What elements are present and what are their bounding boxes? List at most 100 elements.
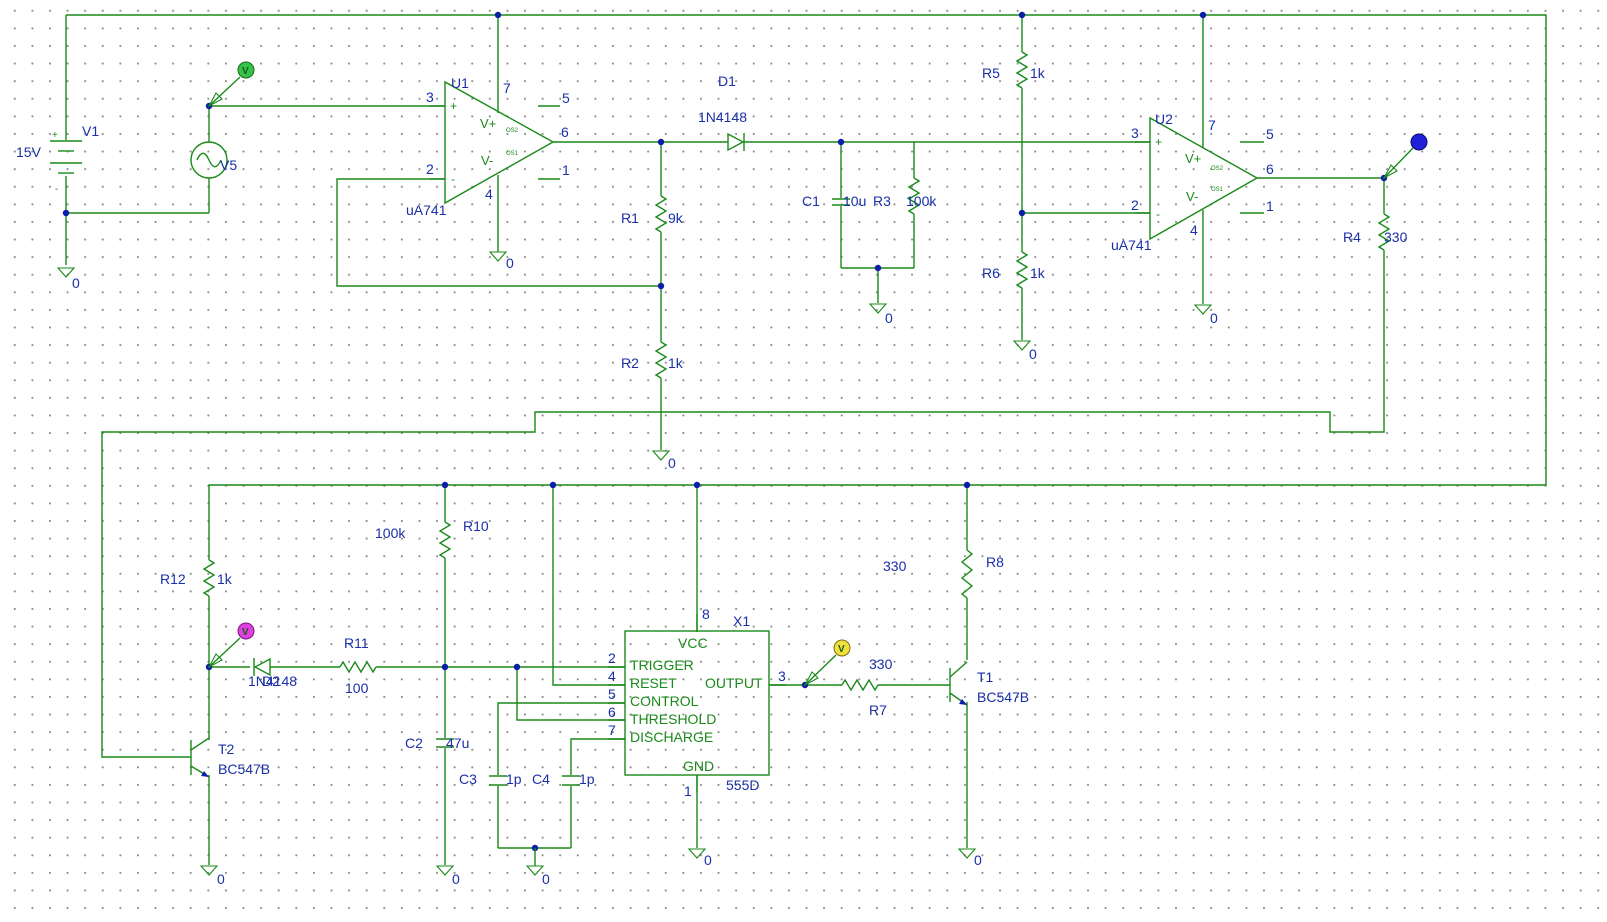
- model-d1: 1N4148: [698, 109, 747, 125]
- svg-text:R10: R10: [463, 518, 489, 534]
- svg-text:R5: R5: [982, 65, 1000, 81]
- diode-d2[interactable]: 1N4148 D2: [248, 657, 297, 689]
- transistor-t2[interactable]: T2 BC547B: [190, 737, 270, 778]
- svg-text:-: -: [55, 184, 58, 195]
- resistor-r11[interactable]: R11 100: [339, 635, 377, 696]
- svg-text:330: 330: [869, 656, 893, 672]
- svg-text:6: 6: [608, 704, 616, 720]
- opamp-u1[interactable]: + - V+ V- OS2 OS1 U1 uA741 3 2 7 4 6 5 1: [406, 75, 570, 218]
- svg-text:6: 6: [561, 124, 569, 140]
- svg-text:5: 5: [608, 686, 616, 702]
- svg-text:V: V: [838, 644, 845, 655]
- svg-text:1k: 1k: [1030, 65, 1046, 81]
- svg-text:100k: 100k: [375, 525, 406, 541]
- battery-v1[interactable]: + - V1 15V: [16, 123, 99, 195]
- ground-icon: 0: [651, 450, 676, 471]
- svg-text:OUTPUT: OUTPUT: [705, 675, 763, 691]
- svg-text:R11: R11: [344, 635, 369, 651]
- svg-text:0: 0: [668, 455, 676, 471]
- svg-text:-: -: [451, 172, 455, 186]
- svg-text:0: 0: [1210, 310, 1218, 326]
- resistor-r6[interactable]: R6 1k: [982, 251, 1046, 289]
- svg-text:5: 5: [562, 90, 570, 106]
- transistor-t1[interactable]: T1 BC547B: [949, 661, 1029, 706]
- resistor-r5[interactable]: R5 1k: [982, 51, 1046, 89]
- svg-text:V+: V+: [480, 116, 496, 131]
- resistor-r1[interactable]: R1 9k: [621, 195, 684, 233]
- resistor-r10[interactable]: R10 100k: [375, 518, 489, 559]
- voltage-probe-yellow[interactable]: V: [803, 639, 851, 687]
- resistor-r12[interactable]: R12 1k: [160, 559, 233, 597]
- svg-text:4: 4: [608, 668, 616, 684]
- svg-text:0: 0: [704, 852, 712, 868]
- svg-text:2: 2: [608, 650, 616, 666]
- svg-text:1k: 1k: [217, 571, 233, 587]
- svg-text:0: 0: [452, 871, 460, 887]
- svg-text:1: 1: [1266, 198, 1274, 214]
- svg-text:C1: C1: [802, 193, 820, 209]
- ground-icon: 0: [1012, 340, 1037, 362]
- svg-text:1N4148: 1N4148: [248, 673, 297, 689]
- svg-text:7: 7: [1208, 117, 1216, 133]
- svg-text:+: +: [450, 99, 457, 113]
- svg-text:RESET: RESET: [630, 675, 677, 691]
- capacitor-c3[interactable]: C3 1p: [459, 771, 522, 787]
- svg-text:R1: R1: [621, 210, 639, 226]
- current-probe-blue[interactable]: [1382, 133, 1428, 180]
- label-v5: V5: [220, 157, 237, 173]
- svg-text:CONTROL: CONTROL: [630, 693, 699, 709]
- svg-text:2: 2: [1131, 197, 1139, 213]
- ground-icon: 0: [525, 865, 550, 887]
- svg-text:BC547B: BC547B: [977, 689, 1029, 705]
- svg-text:100k: 100k: [906, 193, 937, 209]
- svg-text:1p: 1p: [579, 771, 595, 787]
- svg-text:R4: R4: [1343, 229, 1361, 245]
- svg-text:0: 0: [974, 852, 982, 868]
- svg-text:-: -: [1156, 207, 1160, 221]
- ground-icon: 0: [435, 865, 460, 887]
- label-u1: U1: [451, 75, 469, 91]
- value-v1: 15V: [16, 144, 42, 160]
- resistor-r3[interactable]: R3 100k: [873, 177, 937, 215]
- opamp-u2[interactable]: + - V+ V- OS2 OS1 U2 uA741 3 2 7 4 6 5 1: [1111, 111, 1274, 253]
- ground-symbols: 0 0 0 0 0 0 0 0 0 0 0: [56, 251, 1218, 887]
- label-v1: V1: [82, 123, 99, 139]
- svg-text:C4: C4: [532, 771, 550, 787]
- capacitor-c2[interactable]: C2 47u: [405, 735, 469, 751]
- resistor-r2[interactable]: R2 1k: [621, 341, 684, 379]
- svg-text:0: 0: [1029, 346, 1037, 362]
- ground-icon: 0: [957, 848, 982, 868]
- svg-text:100: 100: [345, 680, 369, 696]
- voltage-probe-green[interactable]: V: [207, 61, 255, 108]
- sine-source-v5[interactable]: V5: [190, 141, 237, 179]
- ground-icon: 0: [687, 848, 712, 868]
- svg-text:V-: V-: [481, 153, 493, 168]
- svg-text:+: +: [52, 130, 58, 141]
- svg-text:R2: R2: [621, 355, 639, 371]
- svg-text:10u: 10u: [843, 193, 866, 209]
- label-d1: D1: [718, 73, 736, 89]
- svg-text:V-: V-: [1186, 189, 1198, 204]
- svg-text:5: 5: [1266, 126, 1274, 142]
- resistor-r7[interactable]: 330 R7: [841, 656, 893, 718]
- capacitor-c4[interactable]: C4 1p: [532, 771, 595, 787]
- svg-text:C2: C2: [405, 735, 423, 751]
- label-u2: U2: [1155, 111, 1173, 127]
- capacitor-c1[interactable]: C1 10u: [802, 193, 866, 209]
- svg-text:D2: D2: [262, 673, 280, 689]
- svg-text:R3: R3: [873, 193, 891, 209]
- svg-text:OS2: OS2: [1211, 166, 1224, 172]
- svg-text:OS1: OS1: [1211, 187, 1224, 193]
- resistor-r8[interactable]: R8 330: [883, 549, 1004, 599]
- timer-555-x1[interactable]: VCC TRIGGER RESET OUTPUT CONTROL THRESHO…: [608, 606, 786, 799]
- resistor-r4[interactable]: R4 330: [1343, 213, 1408, 251]
- svg-text:1k: 1k: [1030, 265, 1046, 281]
- model-u1: uA741: [406, 202, 447, 218]
- svg-text:C3: C3: [459, 771, 477, 787]
- svg-text:T1: T1: [977, 669, 994, 685]
- svg-text:THRESHOLD: THRESHOLD: [630, 711, 716, 727]
- diode-d1[interactable]: D1 1N4148: [698, 73, 747, 152]
- voltage-probe-magenta[interactable]: V: [207, 622, 255, 669]
- svg-text:9k: 9k: [668, 210, 684, 226]
